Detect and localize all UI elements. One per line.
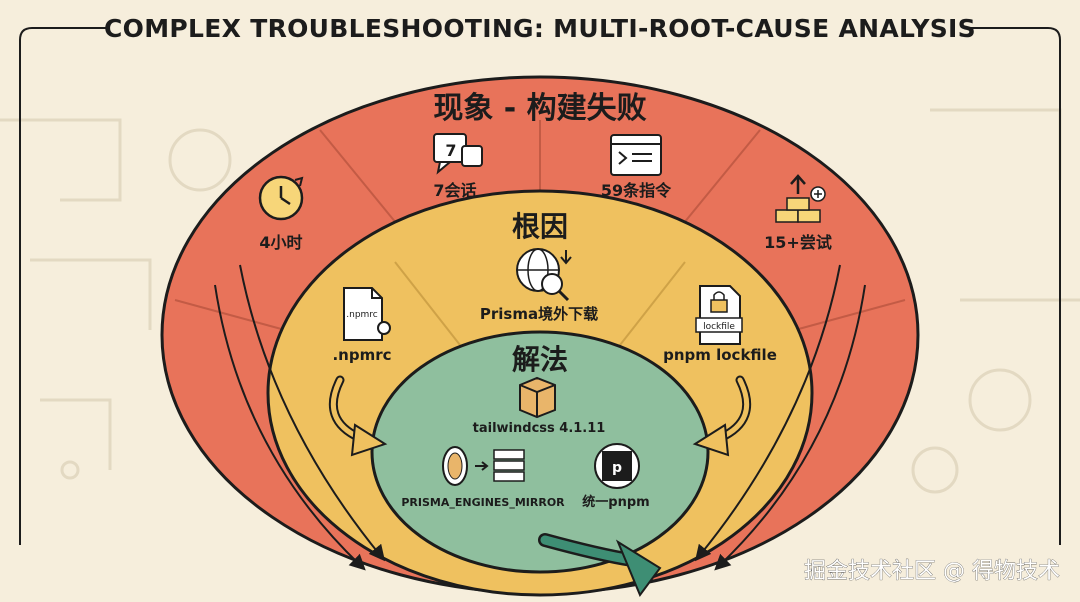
middle-item-label-prisma: Prisma境外下载 (480, 305, 598, 323)
middle-item-label-npmrc: .npmrc (332, 346, 391, 364)
svg-text:7: 7 (445, 141, 456, 160)
clock-refresh-icon (258, 175, 304, 221)
inner-layer-title: 解法 (512, 343, 568, 376)
svg-text:p: p (612, 460, 622, 476)
outer-item-label-commands: 59条指令 (601, 181, 672, 200)
svg-text:.npmrc: .npmrc (346, 310, 378, 320)
package-box-icon (519, 376, 556, 419)
inner-item-label-mirror: PRISMA_ENGINES_MIRROR (401, 496, 565, 509)
config-file-icon: .npmrc (343, 287, 391, 341)
page-title: COMPLEX TROUBLESHOOTING: MULTI-ROOT-CAUS… (104, 14, 976, 43)
terminal-window-icon (610, 134, 662, 176)
locked-file-icon: lockfile (695, 285, 743, 345)
pnpm-logo-icon: p (594, 443, 640, 489)
svg-text:lockfile: lockfile (703, 322, 735, 332)
brick-stack-icon (775, 174, 826, 223)
exit-arrow (538, 533, 662, 598)
middle-right-flow-arrow (692, 375, 752, 457)
middle-layer-dividers (394, 261, 686, 346)
middle-item-label-lockfile: pnpm lockfile (663, 346, 777, 364)
middle-left-flow-arrow (328, 375, 388, 457)
outer-item-label-attempts: 15+尝试 (764, 233, 832, 252)
mirror-server-icon (442, 446, 525, 486)
header-frame-line (19, 27, 108, 545)
outer-item-label-sessions: 7会话 (433, 181, 476, 200)
inner-item-label-tailwind: tailwindcss 4.1.11 (473, 421, 606, 436)
outer-left-flow-arrow (214, 264, 386, 571)
outer-layer-title: 现象 - 构建失败 (433, 91, 646, 126)
globe-download-icon (516, 248, 572, 302)
middle-layer-title: 根因 (512, 210, 568, 243)
inner-layer-ellipse (370, 330, 710, 574)
outer-item-label-hours: 4小时 (259, 233, 302, 252)
header-frame-line-right (968, 27, 1061, 545)
outer-right-flow-arrow (694, 264, 866, 571)
inner-item-label-pnpm: 统一pnpm (582, 494, 649, 510)
watermark-text: 掘金技术社区 @ 得物技术 (804, 559, 1060, 584)
chat-bubbles-icon: 7 (433, 133, 483, 175)
